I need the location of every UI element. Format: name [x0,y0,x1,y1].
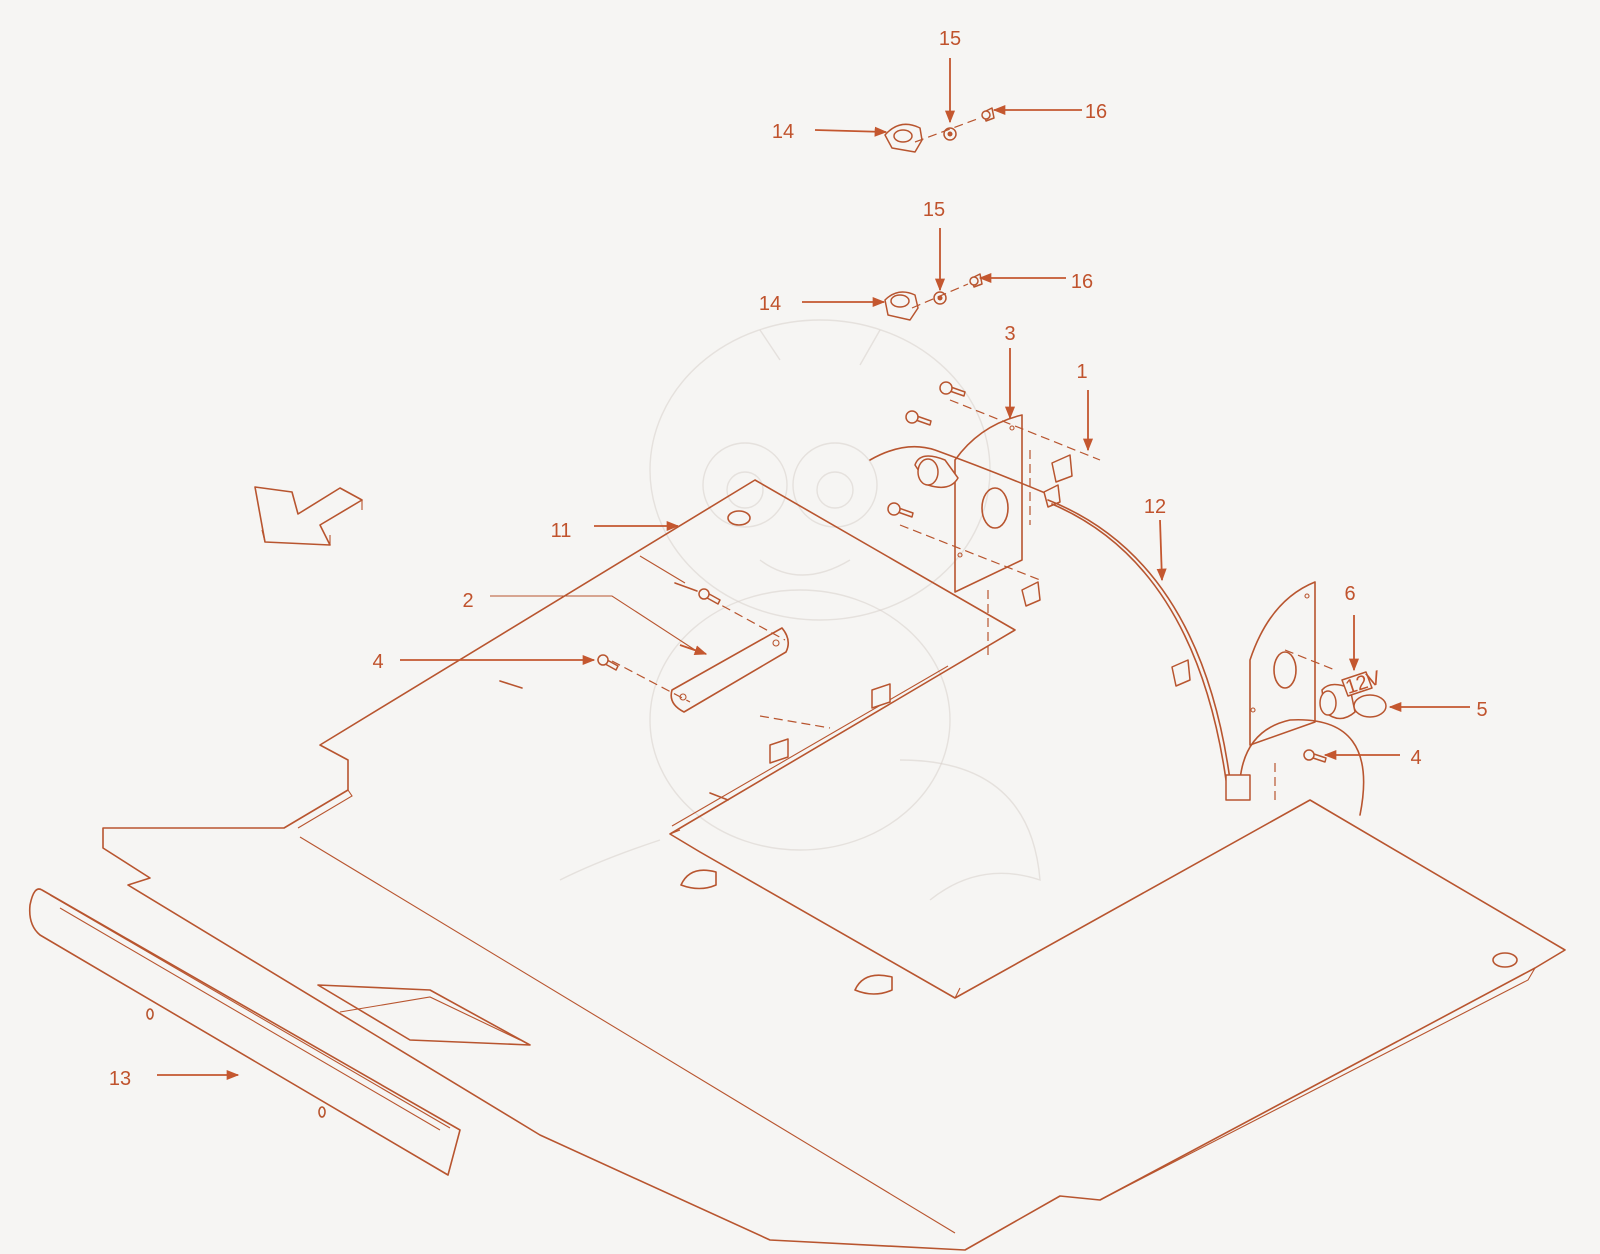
callout-14-top: 14 [772,121,794,143]
main-floor-panel [102,479,1566,1251]
p-clamp-middle [884,273,983,321]
callout-4-right: 4 [1410,747,1421,769]
callout-11: 11 [551,520,572,542]
callout-16-top: 16 [1085,101,1107,123]
screw-group-left [597,588,721,671]
socket-assembly-upper [869,445,1073,607]
callout-1: 1 [1076,361,1087,383]
screw-group-bracket [887,381,966,518]
callout-15-top: 15 [939,28,961,50]
mounting-bracket [899,399,1101,655]
direction-arrow-icon [254,486,363,546]
callout-6: 6 [1344,583,1355,605]
callout-12: 12 [1144,496,1166,518]
side-bracket [1249,581,1336,800]
watermark-drawing [559,319,1041,901]
12v-socket: 12V [1319,667,1387,720]
p-clamp-top [884,107,995,153]
socket-12v-marking: 12V [1343,667,1384,699]
callout-16-mid: 16 [1071,271,1093,293]
callout-15-mid: 15 [923,199,945,221]
callout-2: 2 [462,590,473,612]
callout-4-left: 4 [372,651,383,673]
callout-14-mid: 14 [759,293,781,315]
leader-lines [157,58,1470,1081]
screw-group-right [1303,749,1327,763]
callout-labels: 15 14 16 15 14 16 3 1 12 11 2 4 6 5 4 13 [109,28,1488,1090]
switch-panel [611,598,831,729]
cable-harness [1047,499,1365,816]
callout-13: 13 [109,1068,131,1090]
front-trim-panel [28,888,461,1176]
callout-5: 5 [1476,699,1487,721]
callout-3: 3 [1004,323,1015,345]
